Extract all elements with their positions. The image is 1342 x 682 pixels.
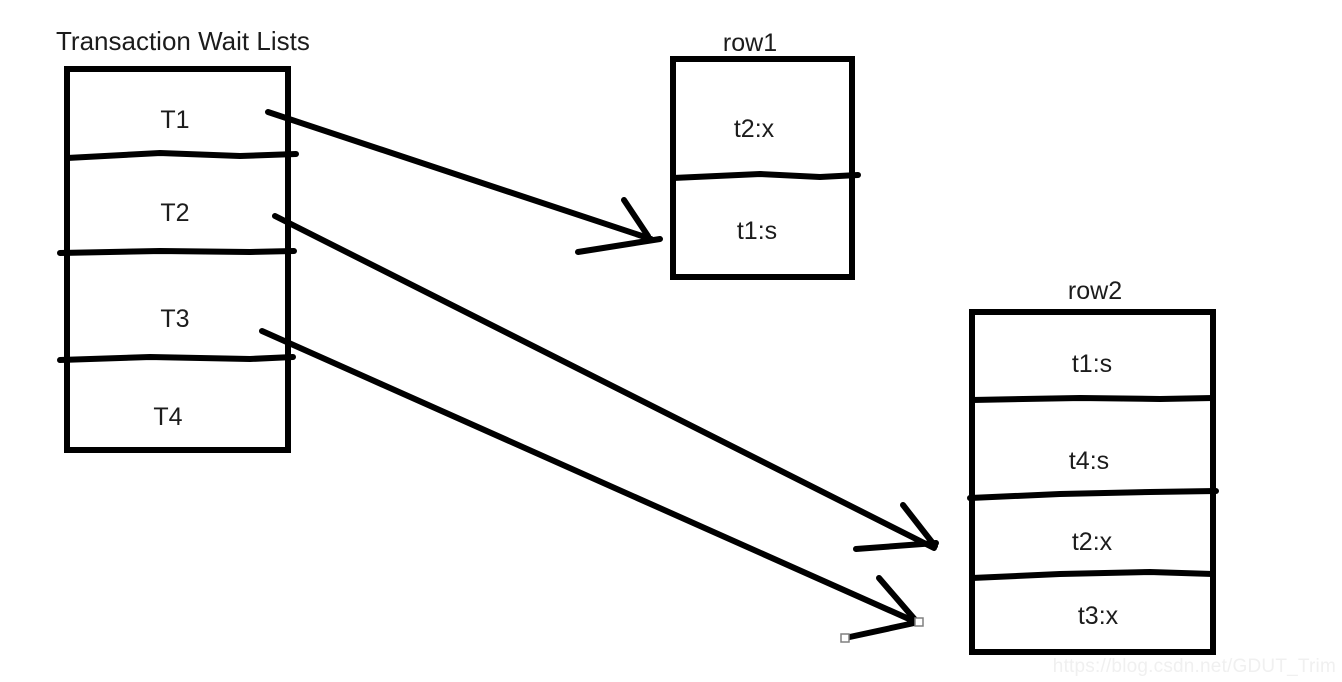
watermark: https://blog.csdn.net/GDUT_Trim <box>1052 656 1336 677</box>
arrow-t2-to-row2-head-upper <box>900 502 938 549</box>
row1-box <box>670 56 861 280</box>
wait-lists-divider-2 <box>57 247 297 256</box>
row2-divider-2 <box>967 488 1219 501</box>
wait-lists-divider-3 <box>57 353 296 363</box>
arrow-t3-to-row2 <box>259 328 924 643</box>
arrow-t2-to-row2 <box>272 213 939 552</box>
row2-divider-3 <box>969 568 1216 581</box>
arrow-t1-to-row1-shaft <box>265 109 654 242</box>
arrow-t2-to-row2-shaft <box>272 213 937 551</box>
row2-cell-t4s: t4:s <box>1068 447 1110 475</box>
arrow-t1-to-row1 <box>265 109 663 255</box>
row2-cell-t1s: t1:s <box>1071 350 1113 378</box>
row2-divider-1 <box>969 394 1216 403</box>
wait-list-cell-t1: T1 <box>160 106 190 134</box>
selection-handle-start[interactable] <box>840 633 850 643</box>
arrow-t1-to-row1-head-upper <box>621 197 651 239</box>
arrow-t3-to-row2-head-lower <box>842 619 922 641</box>
arrow-t2-to-row2-head-lower <box>853 540 939 552</box>
row1-divider-1 <box>670 170 861 181</box>
row2-box <box>967 309 1219 655</box>
selection-handle-end[interactable] <box>914 617 924 627</box>
row1-cell-t1s: t1:s <box>736 217 778 245</box>
row2-outline <box>969 309 1216 655</box>
wait-lists-divider-1 <box>64 149 299 161</box>
wait-list-cell-t3: T3 <box>160 305 190 333</box>
row1-title: row1 <box>722 29 778 57</box>
row2-cell-t3x: t3:x <box>1077 602 1119 630</box>
arrow-t3-to-row2-shaft <box>259 328 921 626</box>
wait-lists-box <box>57 66 299 453</box>
row2-cell-t2x: t2:x <box>1071 528 1113 556</box>
row1-cell-t2x: t2:x <box>733 115 775 143</box>
arrow-t1-to-row1-head-lower <box>575 236 663 255</box>
row1-outline <box>670 56 855 280</box>
wait-lists-outline <box>64 66 291 453</box>
arrow-t3-to-row2-head-upper <box>876 575 920 625</box>
row2-title: row2 <box>1067 277 1123 305</box>
wait-list-cell-t4: T4 <box>153 403 183 431</box>
wait-list-cell-t2: T2 <box>160 199 190 227</box>
page-title: Transaction Wait Lists <box>56 26 310 56</box>
